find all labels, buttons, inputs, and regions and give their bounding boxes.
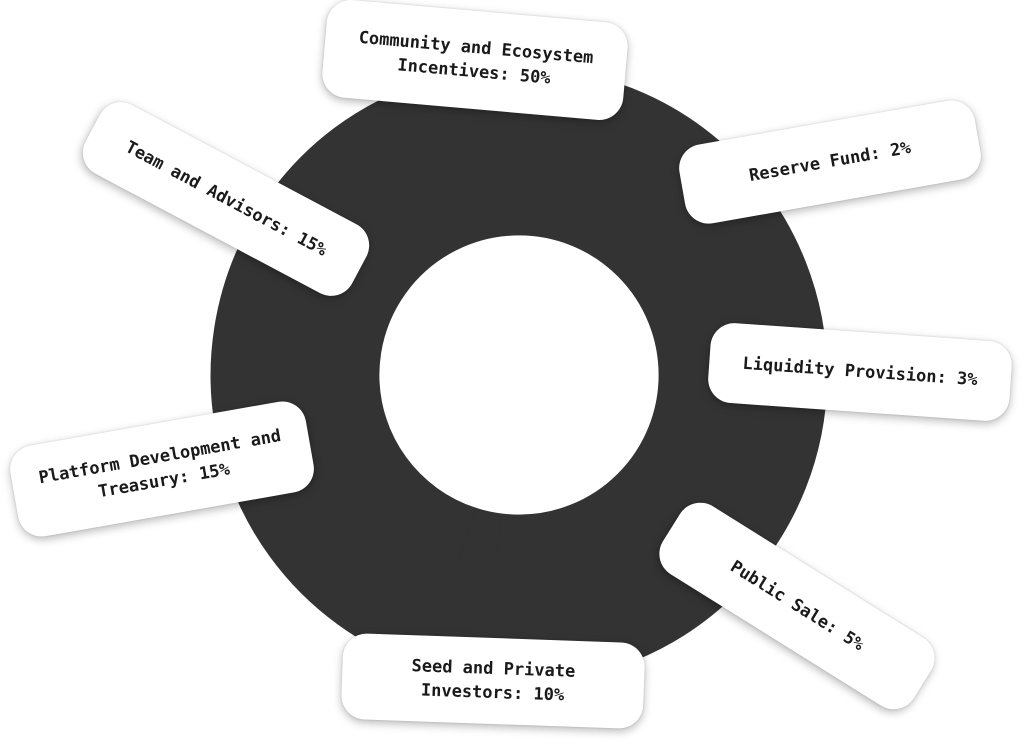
slice-label-text: Reserve Fund: 2% [747, 137, 913, 187]
slice-label-seed-private: Seed and Private Investors: 10% [340, 632, 646, 730]
slice-label-text: Community and Ecosystem Incentives: 50% [357, 27, 595, 89]
slice-label-text: Liquidity Provision: 3% [741, 353, 979, 391]
slice-label-text: Seed and Private Investors: 10% [411, 656, 576, 706]
